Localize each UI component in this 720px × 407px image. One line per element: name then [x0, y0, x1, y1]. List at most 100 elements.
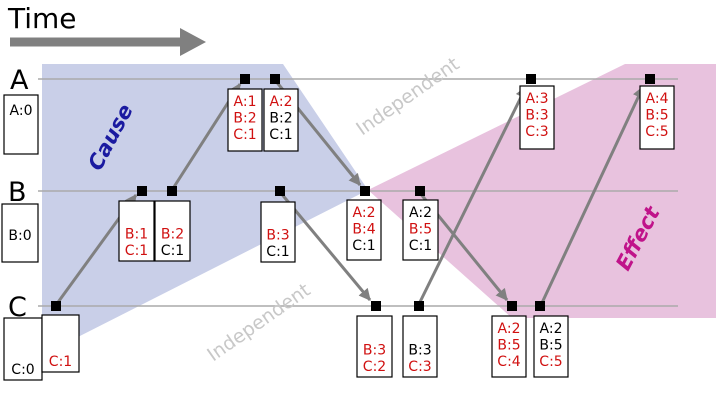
box-frame: [154, 200, 191, 262]
marker-c1: [51, 301, 61, 311]
marker-b1: [137, 186, 147, 196]
initial-state-box: B:0: [1, 203, 39, 263]
box-frame: [3, 94, 39, 155]
clock-entry: A:2: [409, 205, 432, 221]
clock-state-box: A:2B:5C:5: [533, 315, 569, 378]
clock-entry: C:1: [352, 238, 375, 254]
marker-b5: [415, 186, 425, 196]
box-frame: [263, 88, 299, 152]
box-frame: [533, 315, 569, 378]
marker-b4: [360, 186, 370, 196]
clock-entry: B:5: [409, 222, 432, 238]
clock-entry: C:1: [125, 243, 148, 259]
independent-label-top: Independent: [352, 53, 463, 140]
clock-entry: B:3: [525, 108, 548, 124]
clock-entry: C:1: [161, 243, 184, 259]
clock-entry: C:4: [497, 354, 520, 370]
clock-entry: B:1: [125, 227, 148, 243]
box-frame: [41, 314, 80, 373]
box-frame: [260, 201, 296, 263]
clock-entry: B:2: [269, 111, 292, 127]
clock-entry: C:1: [269, 127, 292, 143]
marker-a2: [270, 74, 280, 84]
clock-state-box: A:2B:2C:1: [263, 88, 299, 152]
clock-entry: B:2: [161, 227, 184, 243]
marker-b2: [167, 186, 177, 196]
box-frame: [3, 317, 43, 381]
clock-entry: A:4: [646, 91, 669, 107]
marker-c2: [371, 301, 381, 311]
box-frame: [346, 199, 382, 261]
arrow-c3-a3: [417, 85, 528, 305]
marker-c4: [507, 301, 517, 311]
clock-entry: B:3: [408, 343, 431, 359]
clock-state-box: A:2B:4C:1: [346, 199, 382, 261]
box-frame: [639, 85, 675, 150]
clock-entry: C:0: [11, 362, 34, 378]
clock-entry: C:1: [409, 238, 432, 254]
event-markers: [51, 74, 655, 311]
marker-a3: [526, 74, 536, 84]
clock-entry: B:2: [233, 111, 256, 127]
clock-state-box: B:1C:1: [118, 200, 155, 262]
clock-state-box: A:4B:5C:5: [639, 85, 675, 150]
initial-state-box: A:0: [3, 94, 39, 155]
clock-state-box: B:3C:3: [402, 315, 438, 378]
clock-entry: C:1: [266, 244, 289, 260]
clock-state-box: B:3C:1: [260, 201, 296, 263]
box-frame: [402, 315, 438, 378]
clock-entry: A:2: [540, 321, 563, 337]
clock-entry: A:1: [234, 94, 257, 110]
clock-entry: C:5: [645, 124, 668, 140]
clock-entry: B:3: [266, 228, 289, 244]
box-frame: [519, 85, 555, 150]
initial-state-box: C:0: [3, 317, 43, 381]
marker-a4: [645, 74, 655, 84]
process-label-a: A: [10, 65, 29, 96]
clock-entry: C:1: [233, 127, 256, 143]
independent-label-bottom: Independent: [203, 279, 314, 366]
clock-entry: B:0: [8, 228, 31, 244]
clock-entry: B:4: [352, 222, 375, 238]
marker-c5: [535, 301, 545, 311]
clock-state-box: B:2C:1: [154, 200, 191, 262]
box-frame: [1, 203, 39, 263]
clock-state-box: A:3B:3C:3: [519, 85, 555, 150]
arrow-c5-a4: [539, 85, 645, 306]
box-frame: [491, 315, 527, 378]
clock-entry: C:3: [408, 359, 431, 375]
box-frame: [356, 315, 393, 378]
clock-state-box: B:3C:2: [356, 315, 393, 378]
clock-entry: A:0: [10, 103, 33, 119]
clock-entry: C:5: [539, 354, 562, 370]
time-arrow-head: [180, 28, 206, 56]
clock-state-box: A:2B:5C:4: [491, 315, 527, 378]
clock-entry: B:5: [645, 108, 668, 124]
marker-c3: [414, 301, 424, 311]
time-title: Time: [7, 2, 77, 35]
clock-entry: C:2: [363, 359, 386, 375]
cause-region: [42, 64, 368, 345]
process-label-b: B: [8, 177, 27, 208]
box-frame: [118, 200, 155, 262]
marker-b3: [275, 186, 285, 196]
clock-entry: A:2: [353, 205, 376, 221]
process-label-c: C: [8, 292, 27, 323]
clock-entry: B:5: [539, 338, 562, 354]
marker-a1: [240, 74, 250, 84]
clock-entry: B:5: [497, 338, 520, 354]
clock-entry: A:2: [498, 321, 521, 337]
clock-state-box: A:1B:2C:1: [227, 88, 263, 152]
clock-entry: A:3: [526, 91, 549, 107]
clock-entry: C:1: [49, 354, 72, 370]
clock-entry: C:3: [525, 124, 548, 140]
box-frame: [227, 88, 263, 152]
box-frame: [402, 199, 439, 261]
clock-entry: B:3: [363, 343, 386, 359]
clock-state-box: A:2B:5C:1: [402, 199, 439, 261]
clock-state-box: C:1: [41, 314, 80, 373]
clock-entry: A:2: [270, 94, 293, 110]
